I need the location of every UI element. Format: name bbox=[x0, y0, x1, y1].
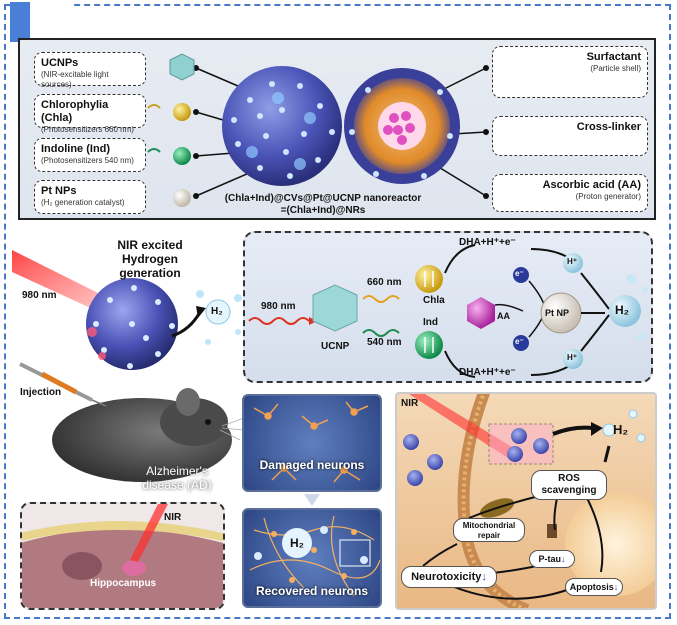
chla-molecule-icon bbox=[415, 265, 443, 293]
neurotoxicity-label: Neurotoxicity bbox=[411, 571, 482, 583]
mitochondrial-repair-pill: Mitochondrial repair bbox=[453, 518, 525, 542]
mech-electron-bottom-label: e⁻ bbox=[515, 337, 524, 346]
down-arrow-icon bbox=[304, 494, 320, 506]
h2-product-icon bbox=[609, 295, 641, 327]
surfactant-label-box: Surfactant (Particle shell) bbox=[492, 46, 648, 98]
nanoreactor-caption: (Chla+Ind)@CVs@Pt@UCNP nanoreactor =(Chl… bbox=[218, 193, 428, 217]
caption-line2: =(Chla+Ind)@NRs bbox=[280, 205, 366, 216]
dashed-frame bbox=[4, 4, 671, 619]
mech-aa-label: AA bbox=[497, 311, 510, 321]
disease-label: Alzheimer's disease (AD) bbox=[132, 464, 222, 492]
ros-scavenging-pill: ROS scavenging bbox=[531, 470, 607, 500]
apoptosis-down-arrow-icon: ↓ bbox=[613, 582, 619, 592]
mech-ind-label: Ind bbox=[423, 317, 438, 328]
mech-h2-label: H₂ bbox=[615, 303, 629, 317]
electron-top-icon bbox=[513, 267, 529, 283]
surfactant-subtitle: (Particle shell) bbox=[590, 64, 641, 73]
cross-linker-title: Cross-linker bbox=[576, 121, 641, 133]
ptau-down-arrow-icon: ↓ bbox=[561, 554, 566, 564]
damaged-neurons-illustration bbox=[253, 401, 369, 483]
mech-electron-top-label: e⁻ bbox=[515, 269, 524, 278]
brain-panel: NIR Hippocampus bbox=[20, 502, 225, 610]
cross-linker-label-box: Cross-linker bbox=[492, 116, 648, 156]
ros-line2: scavenging bbox=[541, 485, 597, 496]
pt-label-box: Pt NPs (H₂ generation catalyst) bbox=[34, 180, 146, 214]
mech-wavelength-label: 980 nm bbox=[261, 301, 296, 312]
mechanism-diagram bbox=[248, 244, 648, 378]
mech-proton-top-label: H⁺ bbox=[567, 257, 577, 266]
hippocampus-label: Hippocampus bbox=[90, 578, 157, 589]
ind-icon bbox=[173, 147, 191, 165]
proton-top-icon bbox=[563, 253, 583, 273]
chla-label-box: Chlorophylia (Chla) (Photosensitizers 66… bbox=[34, 94, 146, 134]
recovered-neurons-label: Recovered neurons bbox=[255, 584, 369, 598]
mech-dha-top-label: DHA+H⁺+e⁻ bbox=[459, 237, 516, 248]
mech-dha-bottom-label: DHA+H⁺+e⁻ bbox=[459, 367, 516, 378]
pt-subtitle: (H₂ generation catalyst) bbox=[41, 198, 125, 207]
ad-h2-label: H₂ bbox=[613, 422, 629, 437]
damaged-neurons-label: Damaged neurons bbox=[259, 458, 365, 472]
pt-title: Pt NPs bbox=[41, 185, 77, 197]
neurotox-down-arrow-icon: ↓ bbox=[481, 571, 487, 583]
mech-540-label: 540 nm bbox=[367, 337, 402, 348]
pt-icon bbox=[173, 189, 191, 207]
recovered-neurons-illustration bbox=[249, 515, 381, 597]
neurotoxicity-pill: Neurotoxicity↓ bbox=[401, 566, 497, 588]
nir-excitation-illustration bbox=[12, 250, 242, 370]
mito-line1: Mitochondrial bbox=[462, 521, 516, 530]
aa-subtitle: (Proton generator) bbox=[575, 192, 641, 201]
damaged-neurons-panel: Damaged neurons bbox=[242, 394, 382, 492]
ucnp-title: UCNPs bbox=[41, 57, 79, 69]
mechanism-panel: 980 nm UCNP 660 nm 540 nm Chla Ind DHA+H… bbox=[243, 231, 653, 383]
ucnp-subtitle: (NIR-excitable light sources) bbox=[41, 70, 109, 89]
ptau-pill: P-tau↓ bbox=[529, 550, 575, 568]
mech-pt-label: Pt NP bbox=[545, 308, 570, 318]
chla-subtitle: (Photosensitizers 660 nm) bbox=[41, 125, 134, 134]
mech-660-label: 660 nm bbox=[367, 277, 402, 288]
neuroprotection-illustration bbox=[403, 394, 655, 608]
surfactant-title: Surfactant bbox=[586, 51, 641, 63]
mech-chla-label: Chla bbox=[423, 295, 445, 306]
aa-label-box: Ascorbic acid (AA) (Proton generator) bbox=[492, 174, 648, 212]
ros-line1: ROS bbox=[558, 473, 580, 484]
disease-line1: Alzheimer's bbox=[146, 464, 208, 478]
aa-title: Ascorbic acid (AA) bbox=[542, 179, 641, 191]
caption-line1: (Chla+Ind)@CVs@Pt@UCNP nanoreactor bbox=[224, 193, 422, 204]
ind-subtitle: (Photosensitizers 540 nm) bbox=[41, 156, 134, 165]
recovered-h2-badge: H₂ bbox=[282, 528, 312, 558]
nir-heading-line2: Hydrogen generation bbox=[119, 252, 181, 280]
apoptosis-pill: Apoptosis↓ bbox=[565, 578, 623, 596]
disease-line2: disease (AD) bbox=[142, 478, 212, 492]
mech-ucnp-label: UCNP bbox=[321, 341, 350, 352]
recovered-neurons-panel: H₂ Recovered neurons bbox=[242, 508, 382, 608]
nir-heading-line1: NIR excited bbox=[117, 238, 183, 252]
ucnp-crystal-icon bbox=[312, 284, 358, 332]
mouse-illustration bbox=[19, 362, 245, 482]
brain-nir-label: NIR bbox=[164, 512, 182, 523]
nanoreactor-panel: UCNPs (NIR-excitable light sources) Chlo… bbox=[18, 38, 656, 220]
brain-illustration bbox=[22, 504, 223, 608]
mito-line2: repair bbox=[477, 531, 501, 540]
ad-nir-label: NIR bbox=[401, 398, 419, 409]
ind-label-box: Indoline (Ind) (Photosensitizers 540 nm) bbox=[34, 138, 146, 172]
ind-title: Indoline (Ind) bbox=[41, 143, 111, 155]
left-h2-label: H₂ bbox=[211, 306, 223, 317]
ucnp-icon bbox=[169, 53, 195, 81]
chla-title: Chlorophylia (Chla) bbox=[41, 99, 109, 124]
nir-heading: NIR excited Hydrogen generation bbox=[90, 238, 210, 280]
proton-bottom-icon bbox=[563, 349, 583, 369]
mech-proton-bottom-label: H⁺ bbox=[567, 353, 577, 362]
chla-icon bbox=[173, 103, 191, 121]
electron-bottom-icon bbox=[513, 335, 529, 351]
injection-label: Injection bbox=[20, 387, 62, 398]
left-wavelength-label: 980 nm bbox=[22, 290, 57, 301]
aa-molecule-icon bbox=[467, 297, 495, 329]
ptau-label: P-tau bbox=[538, 554, 562, 564]
neuroprotection-panel: NIR H₂ ROS scavenging Mitochondrial repa… bbox=[395, 392, 657, 610]
ind-molecule-icon bbox=[415, 331, 443, 359]
apoptosis-label: Apoptosis bbox=[569, 582, 614, 592]
ucnp-label-box: UCNPs (NIR-excitable light sources) bbox=[34, 52, 146, 89]
